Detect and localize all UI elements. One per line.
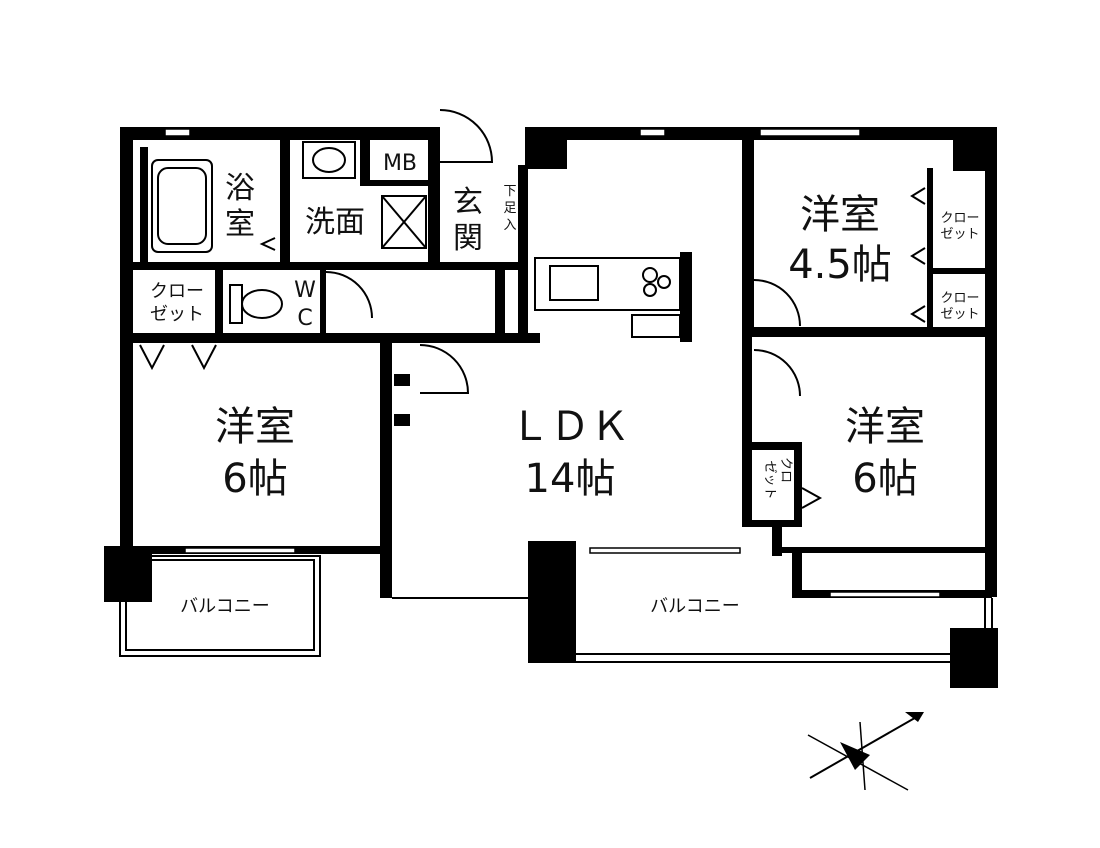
washing-machine bbox=[381, 195, 427, 249]
svg-text:ゼット: ゼット bbox=[150, 304, 204, 325]
toilet bbox=[229, 284, 283, 324]
label-shoe-box: 下 足 入 bbox=[503, 184, 516, 233]
kitchen-counter bbox=[534, 257, 681, 338]
svg-text:洋室: 洋室 bbox=[215, 404, 295, 450]
svg-text:浴: 浴 bbox=[225, 171, 255, 206]
label-closet-tr1: クロー ゼット bbox=[940, 211, 979, 242]
label-mb: MB bbox=[383, 151, 417, 176]
svg-text:14帖: 14帖 bbox=[525, 456, 616, 502]
svg-text:ゼット: ゼット bbox=[940, 227, 979, 242]
svg-text:洋室: 洋室 bbox=[845, 404, 925, 450]
svg-text:6帖: 6帖 bbox=[222, 456, 287, 502]
label-ldk: ＬＤＫ 14帖 bbox=[510, 404, 630, 502]
svg-text:ＬＤＫ: ＬＤＫ bbox=[510, 404, 630, 450]
svg-text:6帖: 6帖 bbox=[852, 456, 917, 502]
label-closet-right: クロ ゼット bbox=[762, 457, 793, 500]
svg-text:クロ: クロ bbox=[778, 457, 793, 483]
svg-text:4.5帖: 4.5帖 bbox=[788, 242, 892, 288]
compass-north-arrow-icon bbox=[807, 712, 924, 791]
interior-walls bbox=[120, 127, 997, 598]
svg-text:室: 室 bbox=[225, 207, 255, 242]
label-closet-tr2: クロー ゼット bbox=[940, 291, 979, 322]
label-balcony-left: バルコニー bbox=[180, 596, 270, 617]
svg-text:クロー: クロー bbox=[150, 281, 204, 302]
svg-text:ゼット: ゼット bbox=[940, 307, 979, 322]
label-bath: 浴 室 bbox=[225, 171, 255, 242]
balconies bbox=[119, 555, 993, 663]
label-entrance: 玄 関 bbox=[453, 185, 483, 256]
label-western-right: 洋室 6帖 bbox=[845, 404, 925, 502]
svg-text:ゼット: ゼット bbox=[762, 460, 777, 499]
svg-text:C: C bbox=[297, 306, 312, 331]
doors bbox=[139, 109, 926, 509]
svg-text:洋室: 洋室 bbox=[800, 192, 880, 238]
svg-text:足: 足 bbox=[503, 201, 516, 216]
washbasin bbox=[302, 141, 356, 179]
label-western-top-right: 洋室 4.5帖 bbox=[788, 192, 892, 288]
svg-text:玄: 玄 bbox=[453, 185, 483, 220]
svg-text:関: 関 bbox=[453, 221, 483, 256]
windows bbox=[164, 128, 941, 598]
label-wc: W C bbox=[294, 278, 316, 331]
svg-text:クロー: クロー bbox=[940, 211, 979, 226]
label-closet-hall: クロー ゼット bbox=[150, 281, 204, 325]
svg-text:W: W bbox=[294, 278, 316, 303]
label-western-left: 洋室 6帖 bbox=[215, 404, 295, 502]
bathtub bbox=[151, 159, 213, 253]
svg-text:下: 下 bbox=[503, 184, 516, 199]
label-balcony-main: バルコニー bbox=[650, 596, 740, 617]
label-washroom: 洗面 bbox=[305, 205, 365, 240]
svg-text:入: 入 bbox=[503, 218, 516, 233]
svg-text:クロー: クロー bbox=[940, 291, 979, 306]
